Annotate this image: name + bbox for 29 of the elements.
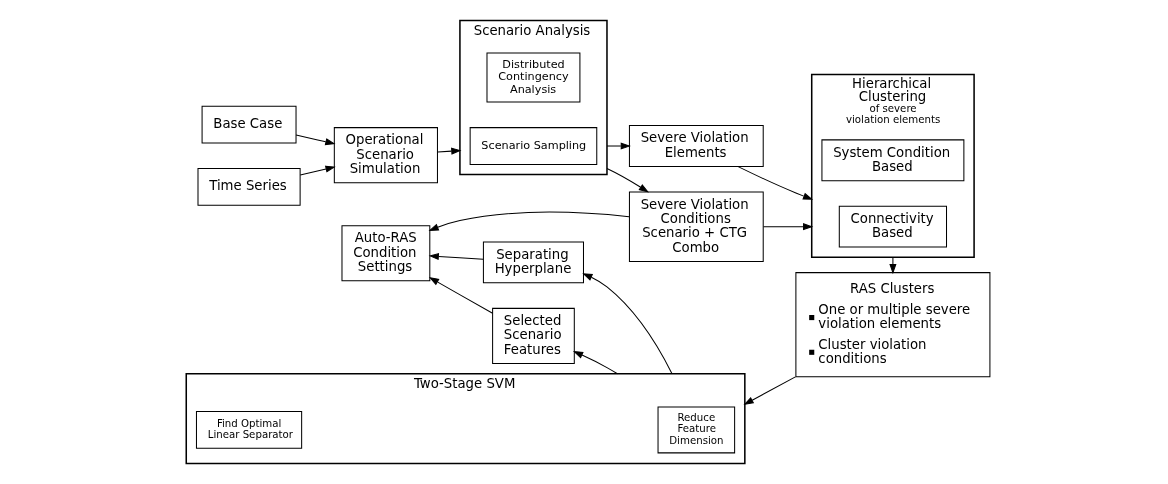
node-box: Find Optimal Linear Separator <box>195 411 303 449</box>
node-box: Scenario Sampling <box>469 127 598 165</box>
node-box: Separating Hyperplane <box>482 241 584 284</box>
node-box: Operational Scenario Simulation <box>333 127 438 184</box>
arrow <box>428 211 630 231</box>
node-box: Distributed Contingency Analysis <box>486 52 581 103</box>
arrow <box>762 223 814 231</box>
arrow <box>428 252 484 261</box>
node-box: Severe Violation Elements <box>628 125 764 167</box>
node-box: Connectivity Based <box>838 205 948 248</box>
arrow <box>299 165 336 176</box>
arrow <box>606 142 631 150</box>
arrow <box>737 166 814 200</box>
arrow <box>743 376 796 405</box>
node-box: Base Case <box>201 105 297 144</box>
node-box: Auto-RAS Condition Settings <box>341 225 431 282</box>
arrow <box>295 134 336 146</box>
node-box: Reduce Feature Dimension <box>657 406 736 454</box>
arrow <box>889 256 897 275</box>
arrow <box>437 147 462 155</box>
node-box: System Condition Based <box>821 139 965 182</box>
arrow <box>606 167 649 193</box>
node-box: Selected Scenario Features <box>492 307 575 365</box>
arrow <box>572 351 618 375</box>
node-box: RAS Clusters One or multiple severe violation elements Cluster violation conditions <box>795 272 991 378</box>
node-box: Severe Violation Conditions Scenario + CTG Combo <box>628 191 764 262</box>
arrow <box>582 273 673 375</box>
node-box: Time Series <box>197 167 301 206</box>
arrow <box>428 277 494 314</box>
